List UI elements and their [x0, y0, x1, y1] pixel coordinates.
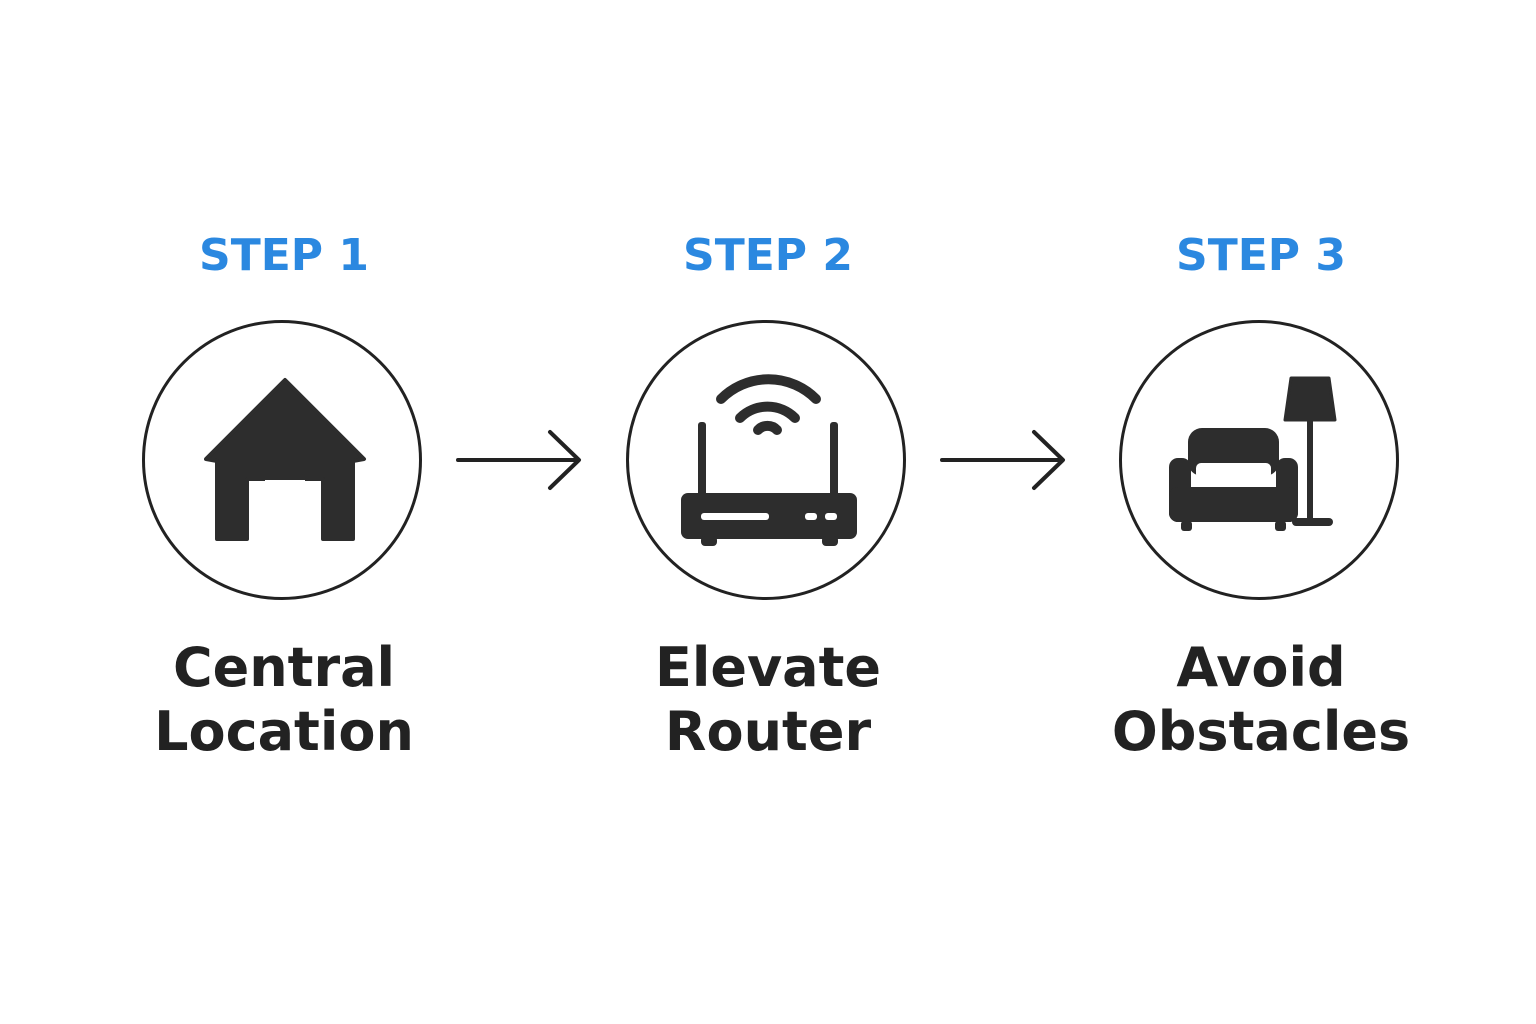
house-icon [204, 378, 366, 541]
step-label: Central Location [84, 636, 484, 764]
step-1: STEP 1 Central Location [84, 0, 484, 1024]
step-label-line: Router [664, 700, 872, 763]
step-heading: STEP 2 [683, 230, 853, 281]
step-label-line: Obstacles [1111, 700, 1411, 763]
step-label-line: Elevate [654, 636, 882, 699]
step-icon-circle [1119, 320, 1399, 600]
arrow-right-icon [456, 430, 581, 490]
step-heading: STEP 3 [1176, 230, 1346, 281]
step-icon-circle [626, 320, 906, 600]
armchair-lamp-icon [1169, 376, 1337, 531]
step-label-line: Avoid [1176, 636, 1346, 699]
step-heading: STEP 1 [199, 230, 369, 281]
step-icon-circle [142, 320, 422, 600]
step-2: STEP 2 Elevate Router [568, 0, 968, 1024]
wifi-router-icon [681, 374, 857, 546]
step-label-line: Location [154, 700, 414, 763]
arrow-right-icon [940, 430, 1065, 490]
step-label: Avoid Obstacles [1061, 636, 1461, 764]
step-3: STEP 3 Avoid Obstacles [1061, 0, 1461, 1024]
step-label-line: Central [172, 636, 396, 699]
step-label: Elevate Router [568, 636, 968, 764]
